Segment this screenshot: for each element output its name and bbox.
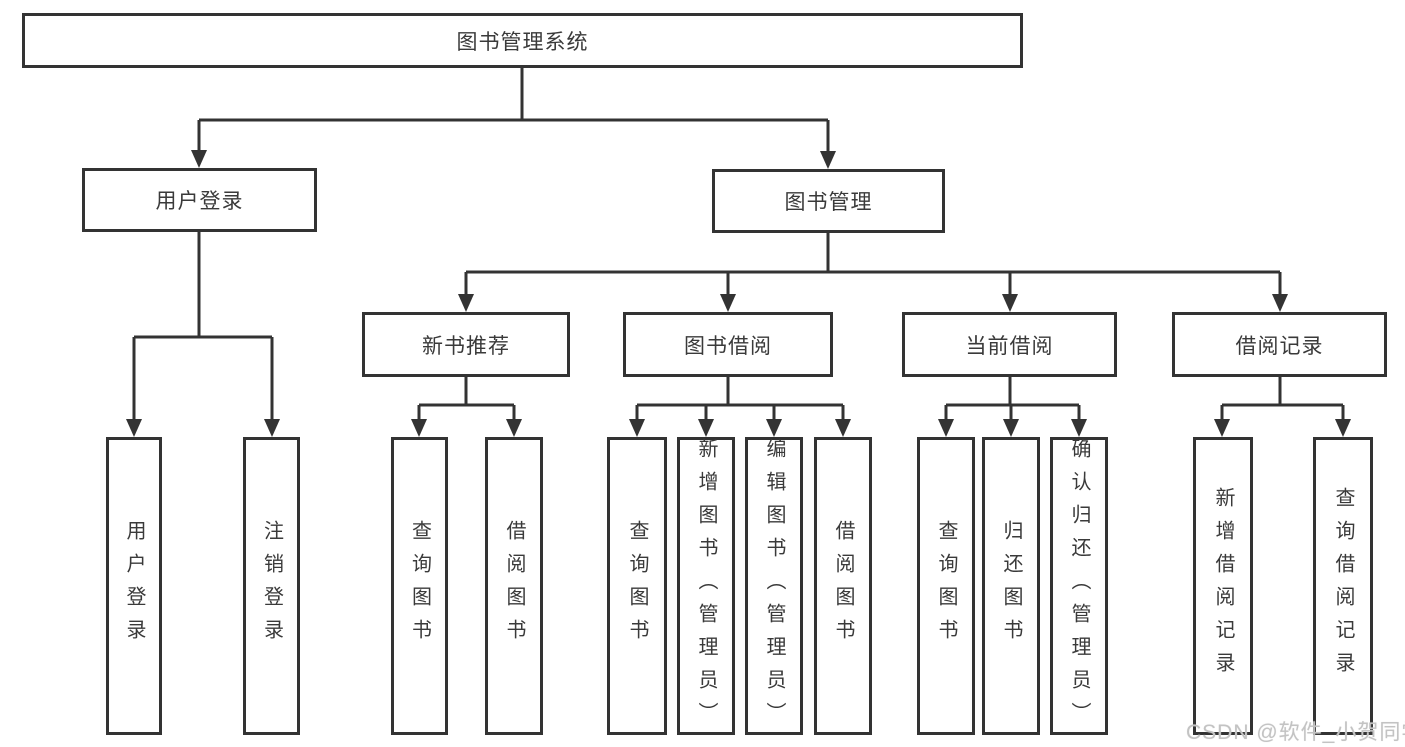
leaf-label: 新增图书（管理员）	[695, 437, 717, 735]
node-borrowing-records: 借阅记录	[1172, 312, 1387, 377]
arrowhead	[1071, 419, 1087, 437]
node-label: 用户登录	[155, 190, 244, 213]
leaf-label: 查询图书	[408, 520, 431, 652]
leaf-user-login: 用户登录	[106, 437, 162, 735]
leaf-borrow-books: 借阅图书	[814, 437, 872, 735]
leaf-query-books-current: 查询图书	[917, 437, 975, 735]
leaf-label: 借阅图书	[832, 520, 854, 652]
node-book-management: 图书管理	[712, 169, 945, 233]
leaf-label: 查询借阅记录	[1332, 487, 1354, 685]
arrowhead	[629, 419, 645, 437]
leaf-label: 用户登录	[123, 520, 145, 652]
leaf-label: 确认归还（管理员）	[1068, 437, 1090, 735]
node-label: 图书管理系统	[456, 30, 589, 54]
connector-bookmgmt-to-level3	[458, 233, 1288, 312]
connector-borrowing-group	[629, 377, 851, 437]
node-label: 当前借阅	[965, 334, 1054, 358]
arrowhead	[938, 419, 954, 437]
arrowhead	[411, 419, 427, 437]
node-library-system: 图书管理系统	[22, 13, 1023, 68]
leaf-label: 编辑图书（管理员）	[763, 437, 785, 735]
leaf-confirm-return-admin: 确认归还（管理员）	[1050, 437, 1108, 735]
node-user-login-group: 用户登录	[82, 168, 317, 232]
leaf-borrow-books-recommend: 借阅图书	[485, 437, 543, 735]
leaf-label: 查询图书	[935, 520, 957, 652]
connector-newbook-group	[411, 377, 522, 437]
arrowhead	[126, 419, 142, 437]
leaf-edit-books-admin: 编辑图书（管理员）	[745, 437, 803, 735]
connector-userlogin-group	[126, 232, 280, 437]
leaf-logout: 注销登录	[243, 437, 300, 735]
node-new-book-recommendation: 新书推荐	[362, 312, 570, 377]
connector-root-to-level2	[191, 68, 836, 169]
leaf-query-books-recommend: 查询图书	[391, 437, 448, 735]
leaf-label: 归还图书	[1000, 520, 1022, 652]
leaf-add-books-admin: 新增图书（管理员）	[677, 437, 735, 735]
arrowhead	[835, 419, 851, 437]
leaf-label: 注销登录	[260, 520, 283, 652]
node-label: 借阅记录	[1235, 334, 1324, 358]
leaf-label: 查询图书	[626, 520, 648, 652]
leaf-query-books-borrowing: 查询图书	[607, 437, 667, 735]
arrowhead	[1335, 419, 1351, 437]
arrowhead	[1214, 419, 1230, 437]
leaf-add-borrow-record: 新增借阅记录	[1193, 437, 1253, 735]
leaf-return-books: 归还图书	[982, 437, 1040, 735]
arrowhead	[1003, 419, 1019, 437]
arrowhead	[458, 294, 474, 312]
arrowhead	[698, 419, 714, 437]
arrowhead	[506, 419, 522, 437]
arrowhead	[264, 419, 280, 437]
connector-current-group	[938, 377, 1087, 437]
arrowhead	[766, 419, 782, 437]
csdn-watermark: CSDN @软件_小贺同学	[1186, 721, 1405, 744]
node-book-borrowing: 图书借阅	[623, 312, 833, 377]
leaf-label: 借阅图书	[503, 520, 525, 652]
connector-records-group	[1214, 377, 1351, 437]
arrowhead	[720, 294, 736, 312]
arrowhead	[1002, 294, 1018, 312]
arrowhead	[191, 150, 207, 168]
node-label: 图书管理	[784, 191, 873, 214]
arrowhead	[820, 151, 836, 169]
arrowhead	[1272, 294, 1288, 312]
leaf-label: 新增借阅记录	[1212, 487, 1234, 685]
node-label: 图书借阅	[684, 334, 772, 358]
node-label: 新书推荐	[422, 334, 510, 358]
leaf-query-borrow-record: 查询借阅记录	[1313, 437, 1373, 735]
node-current-borrowing: 当前借阅	[902, 312, 1117, 377]
